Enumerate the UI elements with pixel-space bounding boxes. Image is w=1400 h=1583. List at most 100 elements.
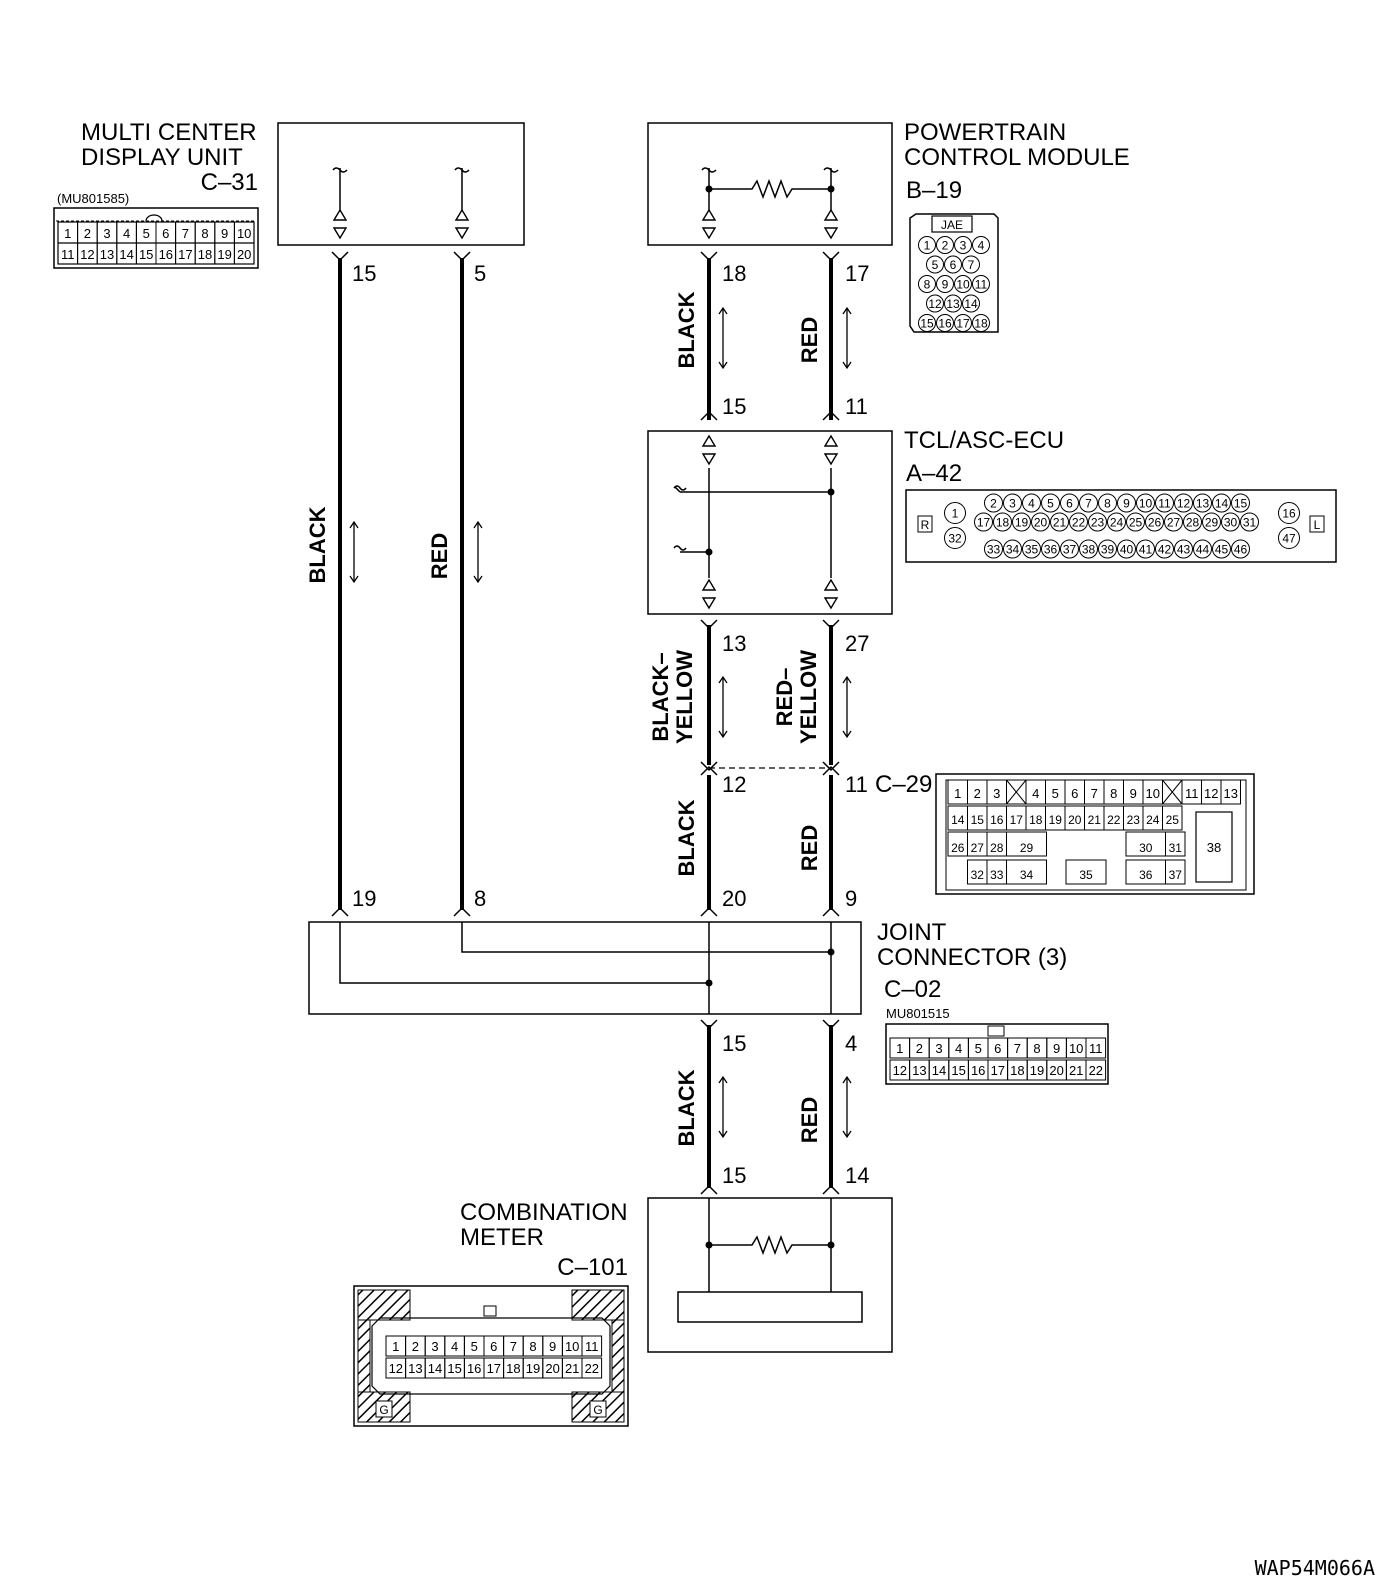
c101-ground-mark: G [593,1403,602,1417]
connector-pin-number: 7 [1085,496,1092,510]
connector-pin-number: 10 [565,1339,579,1354]
connector-pin-number: 3 [993,786,1000,801]
connector-pin-number: 5 [932,258,939,272]
connector-pin-number: 3 [960,238,967,252]
connector-pin-cell [1183,512,1202,532]
connector-pin-cell [972,314,990,332]
connector-pin-number: 29 [1020,841,1034,855]
wire-color-label: RED [797,317,822,363]
connector-pin-number: 2 [974,786,981,801]
pin-label: 15 [722,1031,746,1056]
pin-label: 11 [845,772,868,797]
pin-label: 18 [722,261,746,286]
connector-pin-cell [1088,512,1107,532]
connector-pin-cell [1212,493,1231,513]
connector-pin-cell [918,236,936,254]
pin-label: 15 [352,261,376,286]
meter-title-1: COMBINATION [460,1199,628,1226]
connector-pin-cell [1085,1059,1107,1081]
connector-pin-number: 19 [217,247,231,262]
connector-pin-cell [944,294,962,313]
wire-color-label: RED– [772,668,797,727]
connector-pin-cell [1098,539,1117,559]
connector-pin-number: 29 [1205,515,1219,529]
connector-pin-number: 2 [412,1339,419,1354]
connector-pin-number: 9 [1053,1041,1060,1056]
connector-pin-number: 40 [1120,542,1134,556]
tcl-box [647,430,893,615]
connector-pin-number: 35 [1025,542,1039,556]
connector-pin-number: 16 [467,1361,481,1376]
connector-pin-cell [1193,539,1212,559]
connector-pin-cell [1162,805,1183,831]
connector-pin-cell [1155,539,1174,559]
mcdu-connector-id: C–31 [201,169,258,196]
connector-pin-number: 9 [942,277,949,291]
connector-pin-cell [1220,779,1241,805]
connector-pin-number: 11 [1089,1041,1103,1056]
connector-pin-number: 17 [487,1361,501,1376]
connector-pin-number: 17 [1010,813,1024,827]
connector-pin-cell [984,493,1003,513]
connector-pin-cell [1107,512,1126,532]
pcm-title-2: CONTROL MODULE [904,144,1130,171]
connector-pin-cell [1041,539,1060,559]
connector-pin-number: 12 [1177,496,1191,510]
c101-ground-mark: G [379,1403,388,1417]
connector-pin-cell [1174,539,1193,559]
connector-pin-cell [1240,512,1259,532]
connector-pin-number: 3 [431,1339,438,1354]
connector-pin-number: 25 [1129,515,1143,529]
connector-pin-number: 22 [1072,515,1086,529]
connector-pin-number: 12 [389,1361,403,1376]
connector-pin-number: 9 [221,226,228,241]
mcdu-title-1: MULTI CENTER [81,119,257,146]
connector-pin-number: 7 [510,1339,517,1354]
connector-pin-number: 14 [964,297,978,311]
connector-pin-number: 10 [1139,496,1153,510]
connector-pin-number: 5 [975,1041,982,1056]
connector-pin-cell [972,275,990,293]
connector-pin-cell [936,236,954,254]
pin-label: 14 [845,1163,869,1188]
connector-pin-number: 12 [928,297,942,311]
connector-pin-cell [1117,493,1136,513]
connector-pin-cell [954,314,972,332]
connector-pin-number: 18 [974,316,988,330]
connector-pin-cell [926,294,944,313]
connector-pin-number: 36 [1139,868,1153,882]
connector-pin-number: 24 [1110,515,1124,529]
connector-pin-number: 1 [952,506,959,520]
connector-pin-number: 21 [565,1361,579,1376]
connector-pin-cell [1060,493,1079,513]
connector-pin-number: 35 [1079,868,1093,882]
pin-label: 12 [722,772,746,797]
connector-pin-number: 16 [938,316,952,330]
connector-pin-number: 44 [1196,542,1210,556]
connector-pin-number: 8 [1110,786,1117,801]
connector-pin-number: 32 [971,868,985,882]
pin-label: 8 [474,886,486,911]
connector-pin-number: 8 [924,277,931,291]
connector-pin-number: 1 [64,226,71,241]
jc-part-number: MU801515 [886,1006,950,1021]
connector-pin-cell [993,512,1012,532]
connector-pin-number: 16 [159,247,173,262]
connector-pin-number: 10 [956,277,970,291]
connector-pin-number: 1 [392,1339,399,1354]
connector-pin-number: 7 [182,226,189,241]
connector-pin-number: 12 [1204,786,1218,801]
connector-pin-number: 14 [1215,496,1229,510]
connector-pin-number: 5 [471,1339,478,1354]
connector-pin-number: 6 [490,1339,497,1354]
pin-label: 17 [845,261,869,286]
connector-pin-number: 17 [991,1063,1005,1078]
connector-pin-cell [954,236,972,254]
connector-pin-number: 19 [1030,1063,1044,1078]
connector-pin-number: 7 [968,258,975,272]
connector-pin-number: 7 [1091,786,1098,801]
pin-label: 5 [474,261,486,286]
connector-pin-number: 1 [954,786,961,801]
